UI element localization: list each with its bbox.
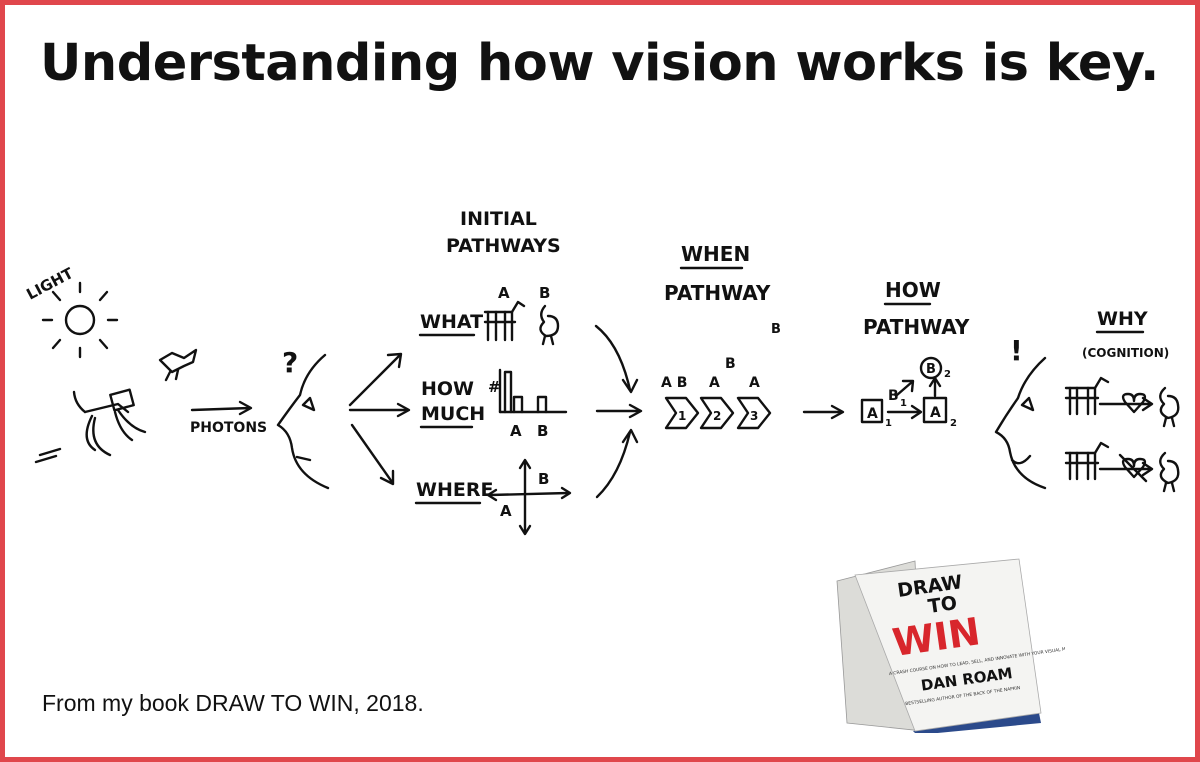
- light-label: LIGHT: [23, 264, 76, 304]
- page-title: Understanding how vision works is key.: [40, 34, 1159, 93]
- bird-icon: [539, 304, 560, 346]
- bar-letter-b: B: [537, 422, 548, 440]
- where-letter-a: A: [500, 502, 512, 520]
- where-letter-b: B: [538, 470, 549, 488]
- cognition-label: (COGNITION): [1082, 346, 1169, 360]
- when-step-2: 2: [713, 409, 721, 423]
- face-profile-icon: [276, 353, 330, 490]
- when-a-label-2: A: [749, 375, 760, 391]
- sun-icon: [41, 281, 119, 359]
- when-label: WHEN: [681, 242, 750, 266]
- state-boxes-icon: [860, 356, 948, 424]
- when-a-label-1: A: [709, 375, 720, 391]
- face-profile-2-icon: [994, 356, 1047, 490]
- dog-loves-bird-icon: [1064, 376, 1180, 428]
- book-cover-image: DRAW TO WIN A CRASH COURSE ON HOW TO LEA…: [836, 558, 1065, 733]
- where-label: WHERE: [416, 479, 493, 501]
- how-b2-sub: 2: [944, 369, 951, 380]
- hash-symbol: #: [488, 378, 501, 396]
- map-axes-icon: [486, 458, 572, 536]
- how-much-line2: MUCH: [421, 403, 485, 425]
- how-b1-letter: B: [888, 388, 899, 404]
- book-title-line2: TO: [927, 592, 959, 618]
- how-a2-letter: A: [930, 405, 941, 421]
- when-pathway-label: PATHWAY: [664, 281, 771, 305]
- when-b-label: B: [725, 356, 736, 372]
- initial-pathways-line2: PATHWAYS: [446, 235, 561, 257]
- what-letter-b: B: [539, 284, 550, 302]
- dog-icon: [483, 300, 526, 342]
- why-label: WHY: [1097, 308, 1148, 330]
- how-b1-sub: 1: [900, 398, 907, 409]
- exclamation-mark: !: [1010, 334, 1023, 367]
- photons-arrow: [190, 406, 252, 412]
- when-step-3: 3: [750, 409, 758, 423]
- running-dog-icon: [34, 388, 147, 464]
- when-step-1: 1: [678, 409, 686, 423]
- how-label: HOW: [885, 278, 941, 302]
- how-much-line1: HOW: [421, 378, 474, 400]
- what-letter-a: A: [498, 284, 510, 302]
- when-stray-b: B: [771, 322, 781, 337]
- bar-letter-a: A: [510, 422, 522, 440]
- source-caption: From my book DRAW TO WIN, 2018.: [42, 690, 424, 716]
- how-b2-letter: B: [926, 362, 936, 377]
- merge-arrows: [594, 324, 643, 499]
- how-a1-sub: 1: [885, 418, 892, 429]
- dog-no-love-bird-icon: [1064, 441, 1180, 493]
- sequence-arrows-icon: [664, 396, 772, 430]
- photons-label: PHOTONS: [190, 420, 267, 436]
- small-animal-icon: [158, 348, 198, 382]
- how-a1-letter: A: [867, 406, 878, 422]
- question-mark: ?: [282, 346, 298, 379]
- initial-pathways-line1: INITIAL: [460, 208, 537, 230]
- how-pathway-label: PATHWAY: [863, 315, 970, 339]
- when-ab-label: A B: [661, 375, 687, 391]
- split-arrows: [348, 352, 411, 486]
- what-label: WHAT: [420, 311, 483, 333]
- bar-chart-icon: [498, 368, 568, 414]
- how-a2-sub: 2: [950, 418, 957, 429]
